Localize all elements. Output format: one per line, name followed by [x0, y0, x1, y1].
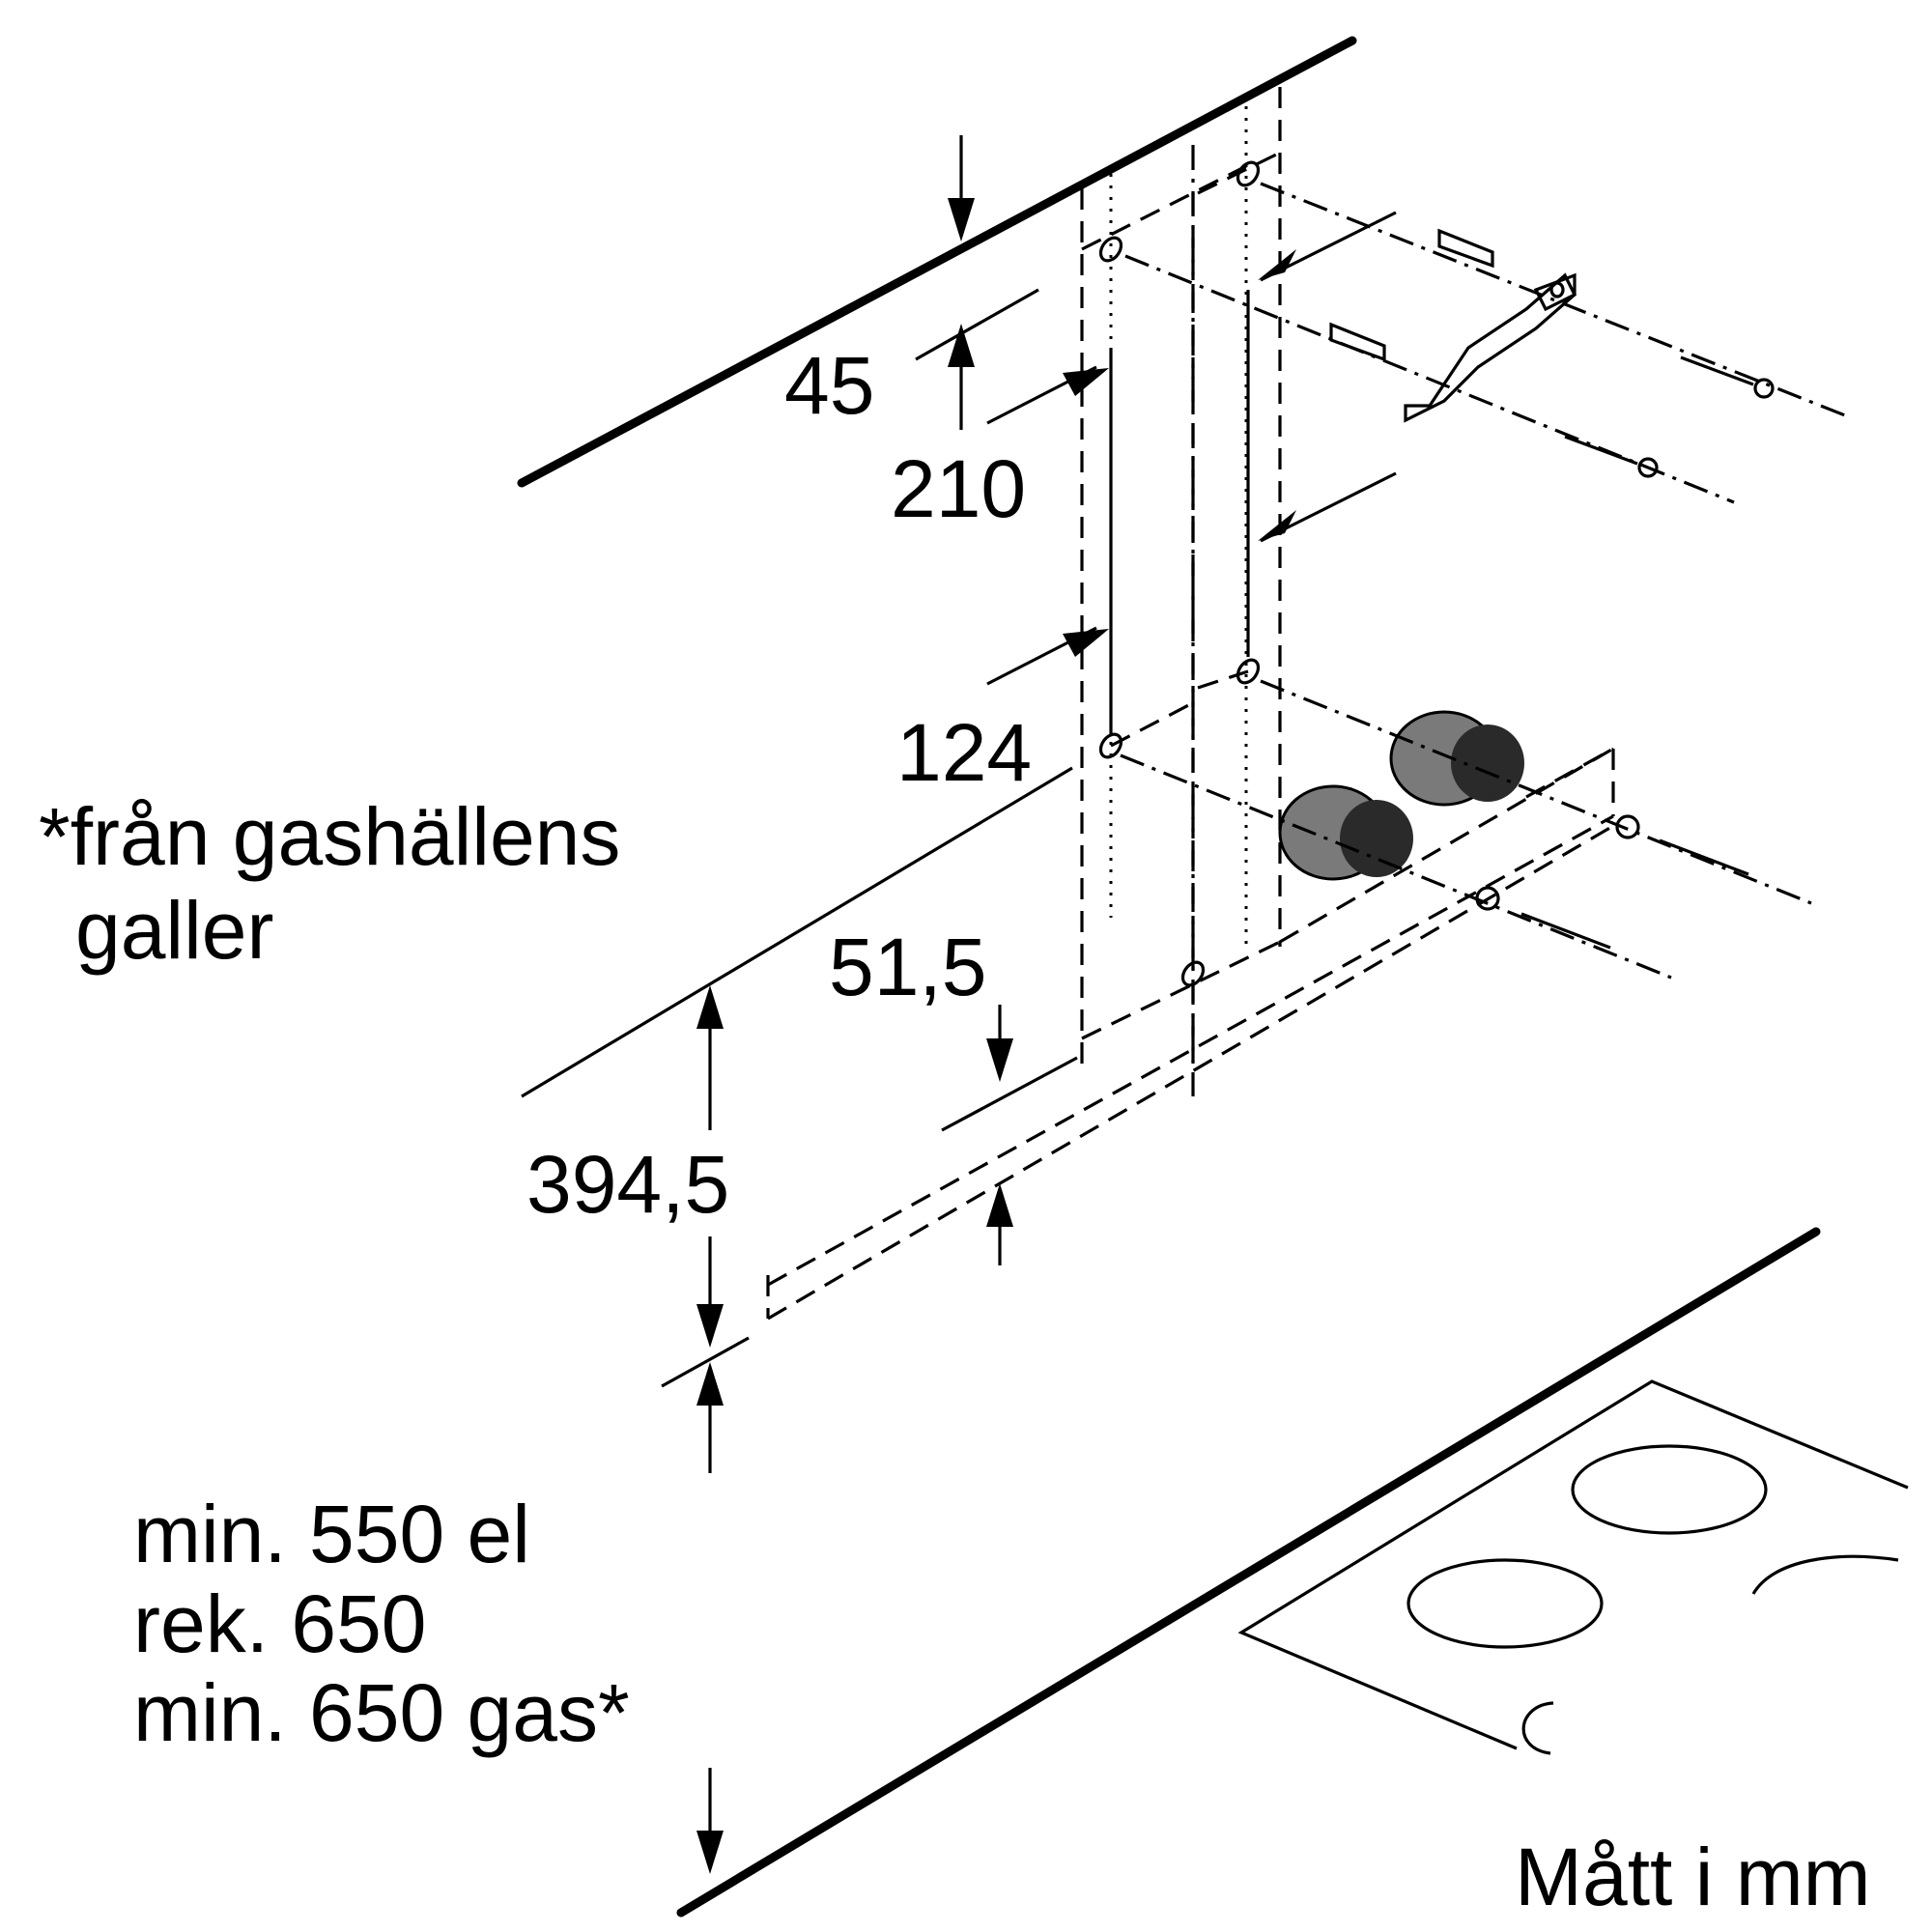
- dim-394-5-lines: [661, 985, 750, 1473]
- dim-45-lines: [915, 288, 1039, 430]
- dim-124-lines: [986, 626, 1109, 686]
- dim-51-5-label: 51,5: [829, 922, 987, 1012]
- wall-reference-line: [521, 766, 1073, 1098]
- gas-note-line1: *från gashällens: [39, 791, 620, 882]
- dim-394-5-label: 394,5: [526, 1139, 729, 1230]
- worktop-line: [676, 1227, 1821, 1918]
- clearance-line2: rek. 650: [133, 1578, 427, 1669]
- dim-210-label: 210: [891, 443, 1026, 534]
- spacer-upper: [1389, 710, 1524, 807]
- dim-210-lines: [986, 348, 1113, 734]
- clearance-line1: min. 550 el: [133, 1489, 530, 1579]
- dim-45-label: 45: [784, 340, 874, 431]
- mounting-bracket: [1124, 182, 1846, 504]
- right-dim-arrows: [1246, 211, 1397, 657]
- hob: [1237, 1379, 1909, 1755]
- hob-clearance-arrow: [696, 1768, 724, 1874]
- dim-124-label: 124: [896, 707, 1032, 798]
- wood-screw-upper: [1564, 355, 1775, 478]
- lower-fixing-axes: [1120, 679, 1812, 980]
- ceiling-arrow: [948, 135, 975, 242]
- ceiling-line: [517, 36, 1357, 488]
- gas-note-line2: galler: [75, 885, 273, 976]
- lower-screw-holes: [1098, 658, 1261, 987]
- spacer-lower: [1278, 784, 1413, 881]
- units-label: Mått i mm: [1515, 1832, 1871, 1922]
- hood-outline: [766, 669, 1615, 1321]
- dim-51-5-lines: [986, 1005, 1013, 1265]
- wall-anchor-upper: [1329, 228, 1494, 362]
- clearance-line3: min. 650 gas*: [133, 1667, 630, 1758]
- upper-screw-holes: [1098, 160, 1261, 263]
